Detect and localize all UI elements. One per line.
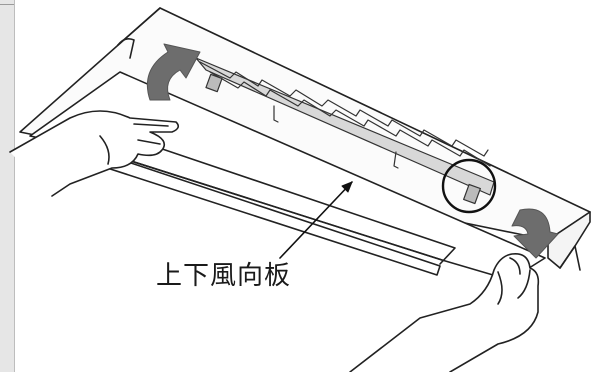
label-leader-line	[279, 181, 353, 259]
right-end-cap	[547, 211, 591, 271]
vane-strip	[195, 57, 495, 205]
right-arrow-icon	[511, 208, 559, 259]
leader-arrowhead-icon	[341, 181, 353, 193]
left-arrow-icon	[146, 43, 201, 101]
highlight-circle	[441, 158, 497, 214]
part-label: 上下風向板	[156, 261, 292, 291]
left-side-bar-tab	[0, 4, 14, 15]
left-hand	[9, 110, 180, 197]
left-side-bar	[0, 0, 15, 372]
right-hand	[349, 252, 540, 372]
